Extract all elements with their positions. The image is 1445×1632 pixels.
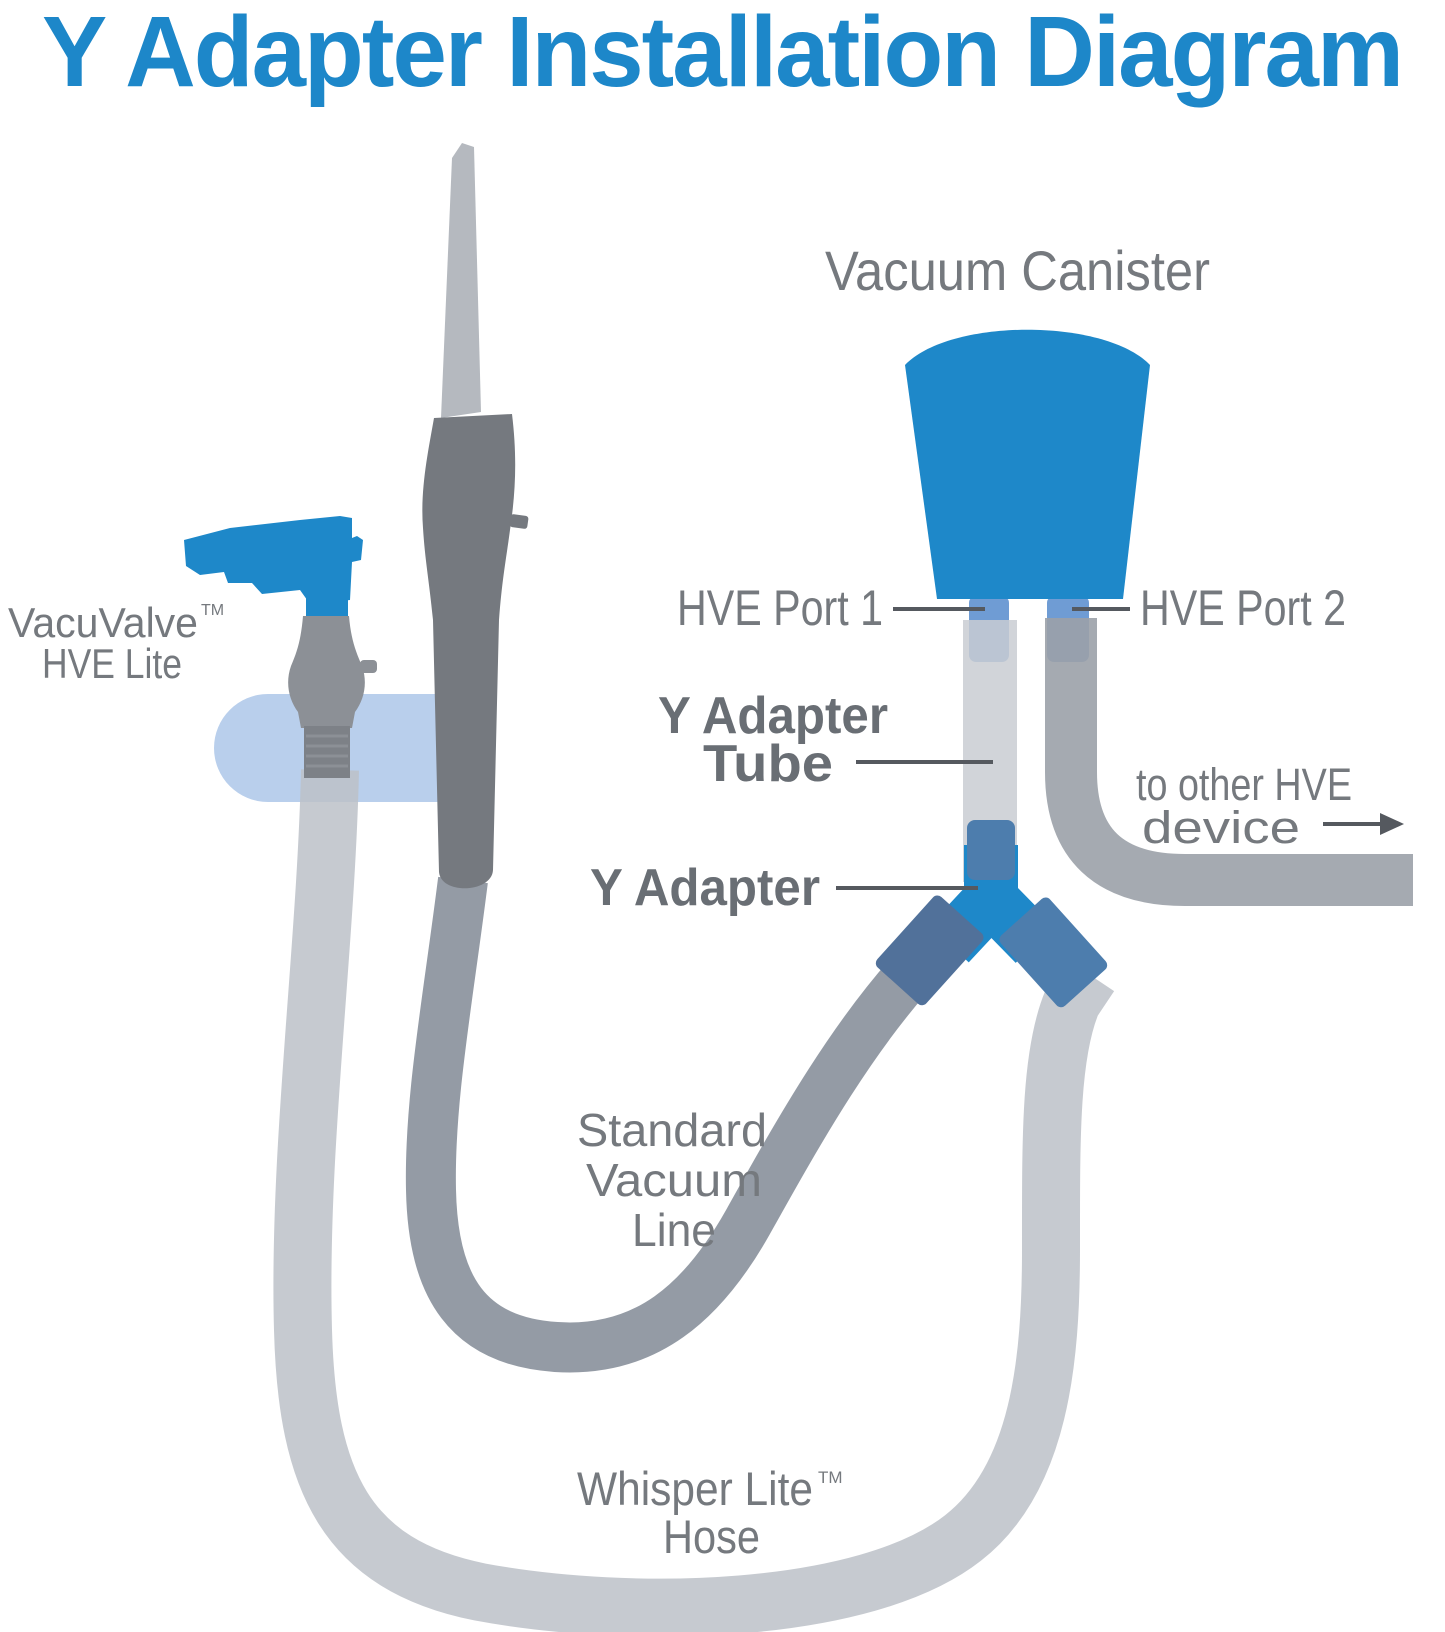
hve-handpiece <box>422 143 529 889</box>
instrument-holder <box>214 694 490 802</box>
label-vacuvalve-line2: HVE Lite <box>42 640 182 687</box>
vacuum-canister <box>905 329 1150 599</box>
label-y-adapter: Y Adapter <box>590 859 820 917</box>
label-whisper-lite-tm: TM <box>818 1468 843 1487</box>
label-standard-vacuum-line3: Line <box>632 1204 716 1256</box>
standard-vacuum-line-hose <box>405 876 946 1373</box>
label-y-adapter-tube-line2: Tube <box>703 735 833 793</box>
arrow-head-icon <box>1380 813 1404 835</box>
vacuvalve-neck <box>306 598 348 618</box>
vacuvalve-hve-lite-device <box>184 516 377 778</box>
label-hve-port-1: HVE Port 1 <box>677 580 883 636</box>
handpiece-suction-tip <box>441 143 481 418</box>
y-adapter-right-sleeve <box>999 897 1108 1008</box>
label-standard-vacuum-line1: Standard <box>577 1104 767 1156</box>
label-vacuvalve-line1: VacuValve <box>8 599 198 646</box>
handpiece-side-lever <box>509 514 529 529</box>
label-to-other-hve-line2: device <box>1142 802 1300 853</box>
label-whisper-lite-line1: Whisper Lite <box>577 1462 813 1515</box>
vacuvalve-side-nub <box>360 660 377 673</box>
vacuvalve-body <box>288 616 365 728</box>
leader-lines <box>836 607 1382 890</box>
handpiece-handle <box>422 414 516 889</box>
label-y-adapter-tube-line1: Y Adapter <box>658 687 888 745</box>
label-vacuum-canister: Vacuum Canister <box>825 239 1210 302</box>
y-adapter-assembly <box>875 820 1108 1008</box>
page-title: Y Adapter Installation Diagram <box>42 0 1402 108</box>
label-hve-port-2: HVE Port 2 <box>1140 580 1346 636</box>
vacuvalve-threaded-connector <box>304 726 350 778</box>
y-adapter-top-connector <box>967 820 1015 880</box>
port-2-hose-to-other-device <box>1045 618 1413 906</box>
label-whisper-lite-line2: Hose <box>663 1510 760 1563</box>
y-adapter-left-sleeve <box>875 895 984 1006</box>
connector-thread-ridges <box>306 734 348 768</box>
label-to-other-hve-line1: to other HVE <box>1136 759 1352 810</box>
vacuvalve-lever <box>184 516 363 604</box>
label-standard-vacuum-line2: Vacuum <box>586 1154 762 1206</box>
whisper-lite-hose <box>273 769 1115 1632</box>
label-vacuvalve-tm: TM <box>201 602 224 619</box>
